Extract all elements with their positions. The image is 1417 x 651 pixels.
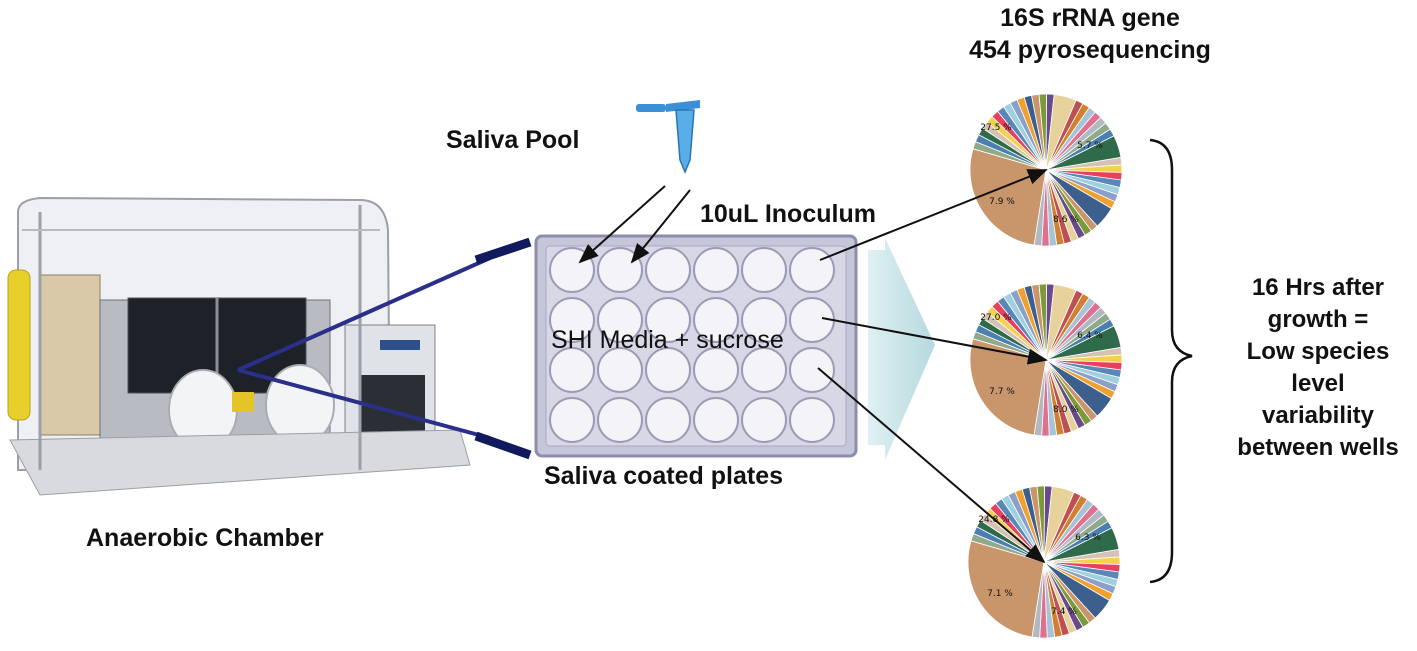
pie-label: 8.6 % [1053,215,1079,225]
pie-label: 6.3 % [1075,533,1101,543]
plate-well [549,297,595,343]
chamber-label: Anaerobic Chamber [86,524,324,552]
plate-well [693,397,739,443]
result-line-6: between wells [1237,434,1399,461]
result-line-3: Low species [1246,338,1390,365]
inoculum-label: 10uL Inoculum [700,200,876,228]
pie-chart-2: 27.0 % 6.4 % 7.7 % 8.0 % [969,283,1123,437]
pie-slice [967,540,1045,638]
saliva-pool-label: Saliva Pool [446,126,580,154]
pie-chart-1: 27.5 % 5.7 % 7.9 % 8.6 % [969,93,1123,247]
plate-well [597,397,643,443]
media-label: SHI Media + sucrose [551,326,784,354]
plate-well [549,397,595,443]
pie-label: 5.7 % [1077,141,1103,151]
pie-label: 8.0 % [1053,405,1079,415]
plate-well [597,347,643,393]
plate-well [789,247,835,293]
pie-slice [1031,561,1045,639]
plate-well [645,297,691,343]
process-arrow [868,238,935,460]
pie-chart-3: 24.8 %6.3 %7.1 %7.4 % [967,485,1121,639]
plate-well [597,247,643,293]
pie-slice [1033,169,1047,247]
result-line-5: variability [1261,402,1375,429]
plate-well [789,347,835,393]
plate-well [693,347,739,393]
result-line-1: 16 Hrs after [1251,274,1385,301]
result-line-4: level [1291,370,1345,397]
plate-well [741,247,787,293]
plate-well [693,297,739,343]
result-brace [1149,138,1193,584]
coated-plates-label: Saliva coated plates [544,462,784,490]
plate-well [645,347,691,393]
pie-label: 7.7 % [989,387,1015,397]
pie-label: 27.5 % [980,123,1012,133]
result-line-2: growth = [1267,306,1369,333]
saliva-coated-plate [534,234,858,458]
sequencing-title-line-1: 16S rRNA gene [1000,4,1180,32]
plate-well [549,347,595,393]
plate-well [741,347,787,393]
result-text: 16 Hrs after growth = Low species level … [1218,272,1417,464]
sequencing-title: 16S rRNA gene 454 pyrosequencing [880,2,1300,66]
chamber-to-plate-lines [237,237,532,460]
inoculum-arrows [578,185,691,264]
pie-slice [1033,359,1047,437]
pie-label: 27.0 % [980,313,1012,323]
plate-wells [549,247,835,443]
plate-well [741,397,787,443]
plate-well [741,297,787,343]
well-to-pie-arrows [817,169,1048,564]
pie-label: 7.9 % [989,197,1015,207]
saliva-pool-tube-icon [636,100,700,174]
pie-label: 7.4 % [1051,607,1077,617]
anaerobic-chamber-image [7,196,471,496]
pie-charts: 27.5 % 5.7 % 7.9 % 8.6 % 27.0 % 6.4 % 7.7 % 8.0… [967,93,1123,639]
plate-well [597,297,643,343]
plate-well [645,247,691,293]
sequencing-title-line-2: 454 pyrosequencing [969,36,1211,64]
plate-well [645,397,691,443]
pie-label: 7.1 % [987,589,1013,599]
pie-label: 6.4 % [1077,331,1103,341]
plate-well [789,397,835,443]
plate-well [693,247,739,293]
